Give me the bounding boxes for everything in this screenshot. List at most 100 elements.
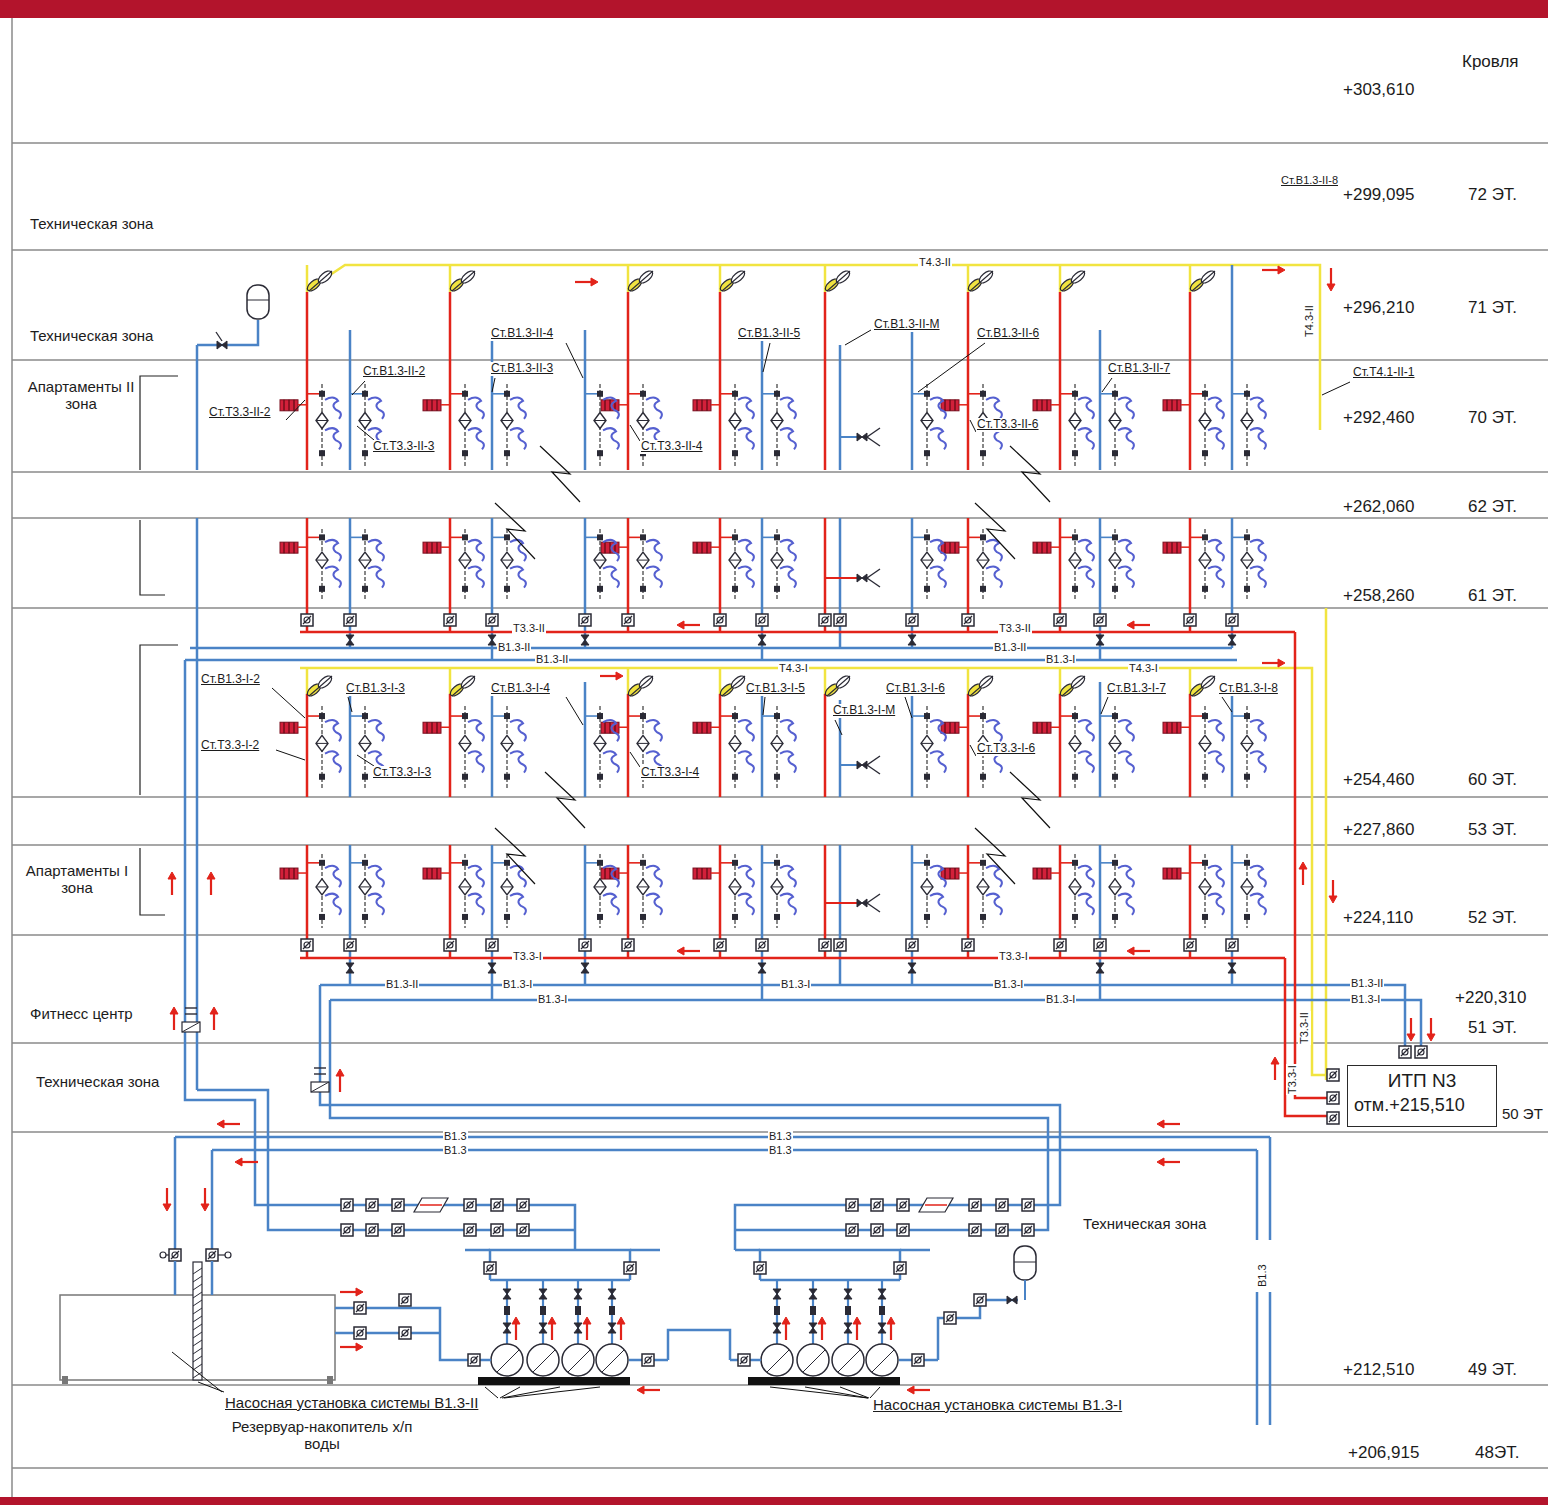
- leader-line: [905, 697, 912, 718]
- valve-symbol: [624, 941, 632, 949]
- pipe-line: [967, 694, 970, 797]
- floor-line: [12, 359, 1548, 361]
- valve-symbol: [487, 1265, 493, 1271]
- sheet-bar: [0, 0, 1548, 18]
- water-meter: [771, 735, 783, 751]
- valve-symbol: [1054, 939, 1066, 951]
- flow-arrow: [887, 1317, 895, 1324]
- riser-label: Ст.В1.3-I-8: [1218, 682, 1279, 696]
- meter-assembly: [362, 391, 368, 397]
- fixture-symbol: [1078, 866, 1094, 887]
- towel-dryer: [609, 868, 610, 879]
- valve-symbol: [447, 942, 453, 948]
- valve-symbol: [608, 1323, 616, 1333]
- branch-pipe: [307, 862, 319, 864]
- branch-pipe: [1051, 546, 1060, 548]
- valve-symbol: [998, 1201, 1006, 1209]
- valve-symbol: [773, 1289, 781, 1299]
- fixture-symbol: [986, 566, 1002, 587]
- riser-label: Ст.Т3.3-II-2: [208, 406, 272, 420]
- floor-line: [12, 1042, 1548, 1044]
- balancing-valve: [1192, 271, 1215, 291]
- riser-label: Ст.В1.3-II-5: [737, 327, 801, 341]
- meter-assembly: [597, 534, 603, 540]
- water-meter: [459, 413, 471, 429]
- fixture-symbol: [1118, 720, 1134, 741]
- water-meter: [1241, 743, 1253, 744]
- towel-dryer: [1163, 868, 1181, 879]
- flow-arrow: [1332, 880, 1334, 896]
- water-meter: [459, 735, 471, 751]
- pipe-line: [839, 345, 842, 470]
- towel-dryer: [436, 868, 437, 879]
- pump-symbol: [866, 1344, 898, 1376]
- pipe-line: [174, 1137, 177, 1249]
- water-meter: [977, 879, 989, 895]
- zone-label: Техническая зона: [30, 215, 153, 232]
- fixture-symbol: [1250, 720, 1266, 741]
- meter-assembly: [362, 450, 368, 456]
- meter-assembly: [980, 534, 986, 540]
- pipe-line: [211, 1261, 214, 1295]
- flow-arrow: [339, 1076, 341, 1092]
- fixture-symbol: [1078, 566, 1094, 587]
- expansion-tank: [1014, 1262, 1036, 1263]
- meter-assembly: [504, 774, 510, 780]
- pipe-line: [190, 647, 1232, 650]
- towel-dryer: [1166, 400, 1167, 411]
- break-line: [495, 828, 535, 884]
- zone-label: Апартаменты II зона: [22, 378, 140, 413]
- flow-arrow: [210, 1007, 218, 1014]
- towel-dryer: [280, 868, 298, 879]
- leader-line: [566, 697, 583, 725]
- fixture-symbol: [1118, 894, 1134, 915]
- towel-dryer: [436, 542, 437, 553]
- meter-assembly: [1072, 450, 1078, 456]
- valve-symbol: [1024, 1226, 1032, 1234]
- water-meter: [316, 420, 328, 421]
- water-meter: [977, 560, 989, 561]
- branch-pipe: [711, 404, 720, 406]
- flow-arrow: [1271, 1057, 1279, 1064]
- pipe-label: В1.3-I: [1045, 993, 1076, 1006]
- branch-pipe: [968, 537, 980, 539]
- water-meter: [729, 413, 741, 429]
- floor-label: 71 ЭТ.: [1468, 298, 1517, 318]
- pipe-line: [1295, 632, 1327, 1098]
- water-meter: [1199, 886, 1211, 887]
- valve-symbol: [897, 1265, 903, 1271]
- flow-arrow: [617, 1317, 625, 1324]
- branch-pipe: [585, 537, 597, 539]
- towel-dryer: [1163, 722, 1181, 733]
- valve-symbol: [519, 1226, 527, 1234]
- towel-dryer: [1166, 722, 1167, 733]
- flow-arrow: [242, 1161, 258, 1163]
- towel-dryer: [1041, 542, 1042, 553]
- fixture-symbol: [738, 894, 754, 915]
- drain-tap: [867, 765, 880, 774]
- flow-arrow: [677, 947, 684, 955]
- branch-pipe: [1100, 393, 1112, 395]
- drain-tap: [867, 569, 880, 578]
- valve-symbol: [1096, 963, 1104, 973]
- flow-arrow: [210, 879, 212, 895]
- pipe-line: [490, 1250, 630, 1262]
- valve-symbol: [857, 899, 867, 907]
- valve-symbol: [574, 1323, 582, 1333]
- pipe-line: [330, 1000, 1421, 1046]
- equipment-label: Насосная установка системы В1.3-I: [873, 1396, 1122, 1413]
- floor-line: [12, 249, 1548, 251]
- riser-label: Ст.В1.3-II-3: [490, 362, 554, 376]
- valve-symbol: [873, 1201, 881, 1209]
- pipe-line: [627, 292, 630, 470]
- pipe-line: [760, 1279, 900, 1282]
- flow-arrow: [1302, 869, 1304, 885]
- leader-line: [172, 1352, 222, 1392]
- balancing-valve: [970, 676, 993, 696]
- inlet-pipe: [193, 1308, 202, 1314]
- valve-symbol: [356, 1329, 364, 1337]
- leader-line: [357, 426, 374, 440]
- towel-dryer: [1166, 542, 1167, 553]
- flow-arrow: [204, 1188, 206, 1204]
- fixture-symbol: [325, 866, 341, 887]
